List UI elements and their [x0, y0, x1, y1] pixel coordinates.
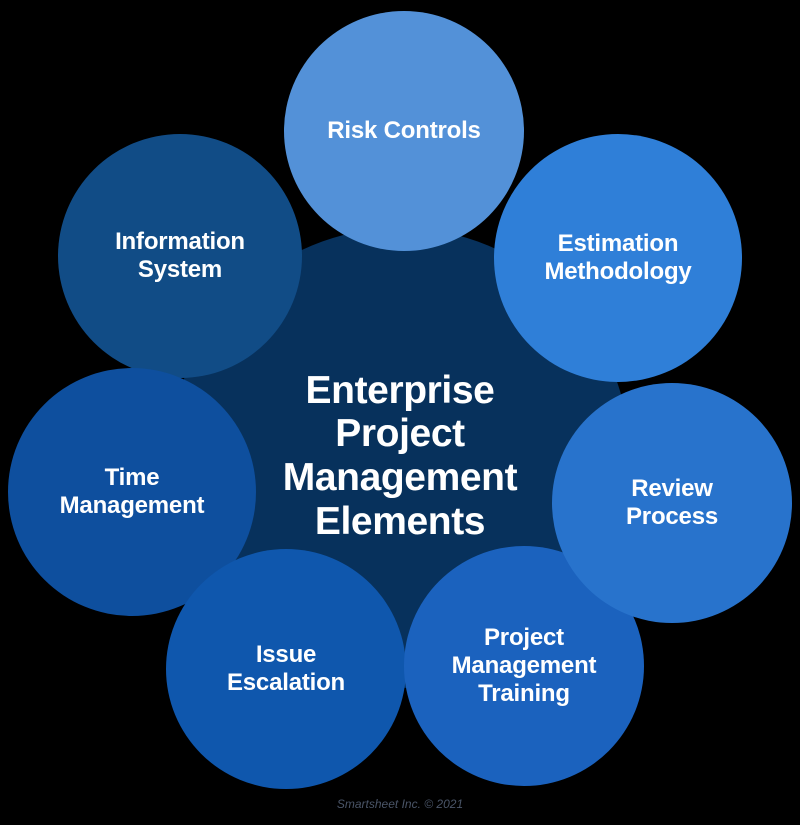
node-label: Risk Controls — [327, 116, 481, 144]
node-label: Information System — [115, 227, 245, 283]
node-issue-escalation[interactable]: Issue Escalation — [166, 549, 406, 789]
node-estimation-methodology[interactable]: Estimation Methodology — [494, 134, 742, 382]
node-risk-controls[interactable]: Risk Controls — [284, 11, 524, 251]
center-hub-label: Enterprise Project Management Elements — [282, 368, 518, 543]
node-review-process[interactable]: Review Process — [552, 383, 792, 623]
node-label: Estimation Methodology — [544, 229, 692, 285]
node-label: Issue Escalation — [226, 640, 346, 696]
node-time-management[interactable]: Time Management — [8, 368, 256, 616]
node-label: Review Process — [626, 474, 718, 530]
footer-credit: Smartsheet Inc. © 2021 — [336, 797, 464, 811]
node-label: Time Management — [59, 463, 205, 519]
node-information-system[interactable]: Information System — [58, 134, 302, 378]
node-label: Project Management Training — [451, 623, 597, 708]
